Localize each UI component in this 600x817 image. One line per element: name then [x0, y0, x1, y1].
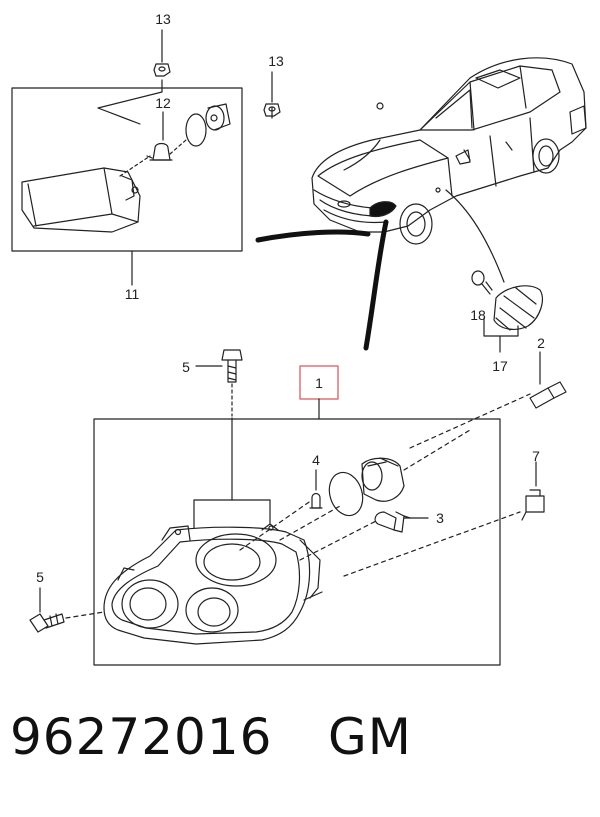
headlamp-housing [103, 526, 311, 645]
nut-13-top [153, 29, 171, 77]
pointer-fog [255, 229, 371, 243]
bulb-4 [309, 492, 323, 509]
headlamp-box [93, 418, 501, 666]
bulb-3 [374, 511, 411, 533]
high-beam-reflector [195, 533, 277, 587]
callout-4: 4 [312, 452, 320, 468]
side-repeater-group [471, 270, 543, 353]
callout-5-bottom: 5 [36, 569, 44, 585]
callout-3: 3 [436, 510, 444, 526]
manufacturer: GM [328, 708, 412, 766]
callout-17: 17 [492, 358, 508, 374]
callout-7: 7 [532, 448, 540, 464]
low-beam-reflector [121, 579, 179, 629]
o-ring [328, 471, 364, 517]
part-number: 96272016 [10, 708, 273, 766]
headlamp-group [65, 365, 531, 666]
bulb-2 [529, 351, 567, 409]
callout-13-right: 13 [268, 53, 284, 69]
side-repeater-lens [493, 285, 543, 330]
callout-12: 12 [155, 95, 171, 111]
fog-lamp-group [11, 79, 273, 286]
callout-1: 1 [315, 375, 323, 391]
repeater-bulb [471, 270, 493, 295]
callout-11: 11 [125, 286, 140, 302]
car-headlamp-highlight [369, 201, 397, 218]
fog-socket-cap [205, 103, 231, 131]
fog-socket-ring [185, 113, 207, 147]
nut-13-right [263, 71, 281, 117]
callout-2: 2 [537, 335, 545, 351]
connector-7 [521, 461, 545, 521]
fog-lamp-box [11, 87, 243, 252]
fog-lamp-housing [21, 167, 141, 233]
callout-5-top: 5 [182, 359, 190, 375]
fog-bulb [146, 142, 173, 161]
pointer-headlamp [363, 219, 389, 351]
callout-18: 18 [470, 307, 486, 323]
car-illustration [311, 57, 587, 245]
bolt-5-top [195, 349, 243, 417]
socket-cover [361, 457, 405, 502]
turn-signal-reflector [185, 587, 239, 633]
bolt-5-bottom [29, 587, 65, 633]
callout-13-top: 13 [155, 11, 171, 27]
